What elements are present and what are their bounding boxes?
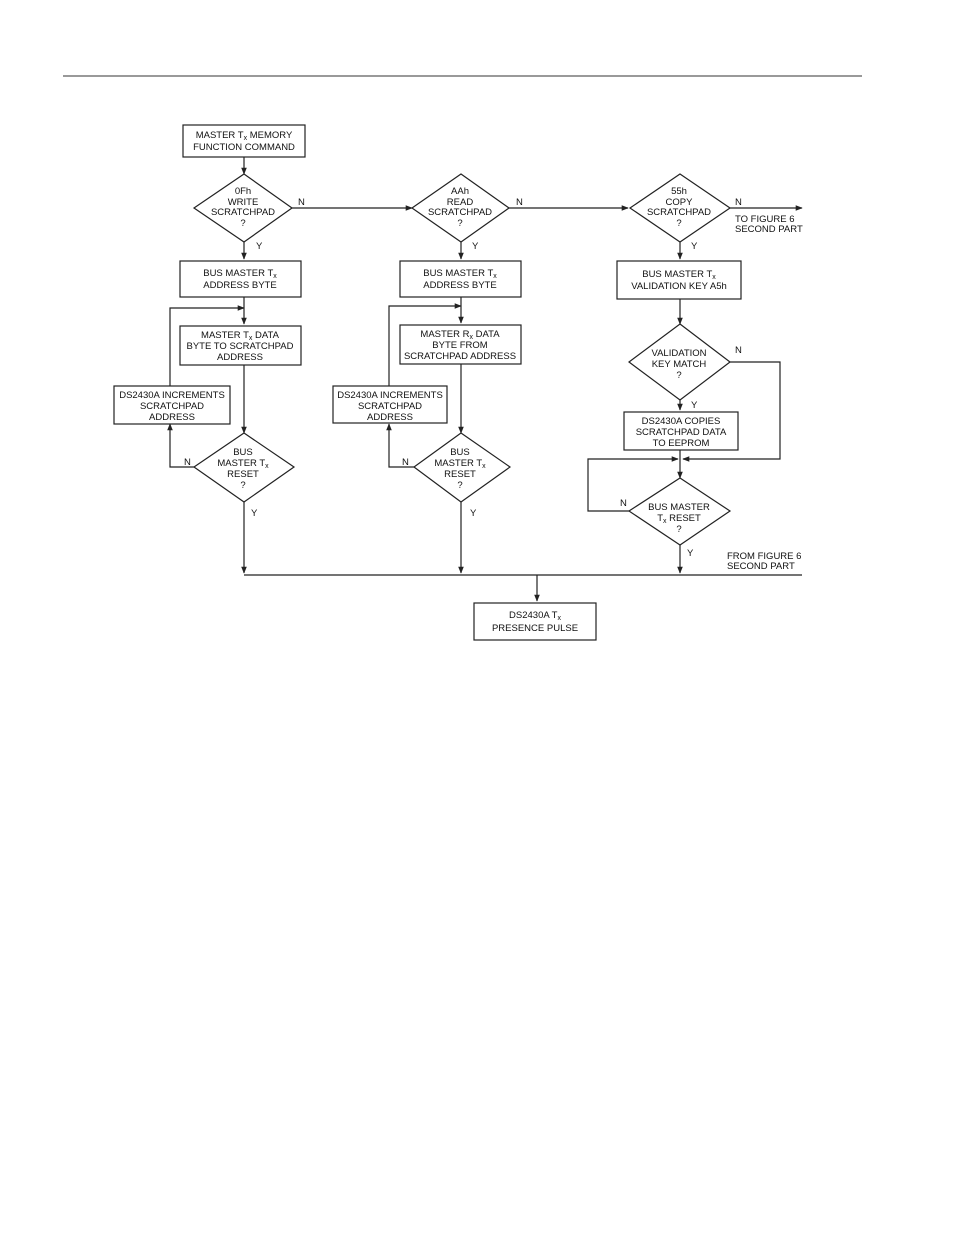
svg-text:BUS: BUS [450,447,470,458]
svg-text:?: ? [457,218,462,229]
write-increment-box: DS2430A INCREMENTS SCRATCHPAD ADDRESS [113,385,231,425]
presence-pulse-box: DS2430A Tx PRESENCE PULSE [473,602,597,641]
svg-text:BUS: BUS [233,447,253,458]
write-scratchpad-decision: 0Fh WRITE SCRATCHPAD ? [192,173,294,243]
svg-text:FROM FIGURE 6: FROM FIGURE 6 [727,551,801,562]
svg-text:KEY MATCH: KEY MATCH [652,359,707,370]
svg-text:SCRATCHPAD DATA: SCRATCHPAD DATA [636,427,727,438]
svg-text:SCRATCHPAD: SCRATCHPAD [428,207,492,218]
svg-text:AAh: AAh [451,186,469,197]
svg-text:DS2430A INCREMENTS: DS2430A INCREMENTS [337,390,443,401]
svg-text:SCRATCHPAD ADDRESS: SCRATCHPAD ADDRESS [404,351,516,362]
svg-text:?: ? [676,370,681,381]
svg-text:Tx RESET: Tx RESET [657,513,701,525]
label-write-yes: Y [256,241,263,252]
svg-text:MASTER Tx: MASTER Tx [434,458,486,470]
validation-key-box: BUS MASTER Tx VALIDATION KEY A5h [616,260,742,300]
svg-text:55h: 55h [671,186,687,197]
copy-scratchpad-decision: 55h COPY SCRATCHPAD ? [628,173,732,243]
label-rreset-yes: Y [470,508,477,519]
svg-text:ADDRESS: ADDRESS [367,412,413,423]
svg-text:SCRATCHPAD: SCRATCHPAD [140,401,204,412]
svg-text:MASTER Tx DATA: MASTER Tx DATA [201,330,280,342]
read-increment-box: DS2430A INCREMENTS SCRATCHPAD ADDRESS [332,385,448,424]
svg-text:ADDRESS: ADDRESS [149,412,195,423]
copy-data-box: DS2430A COPIES SCRATCHPAD DATA TO EEPROM [623,411,739,451]
svg-text:MASTER Rx DATA: MASTER Rx DATA [420,329,500,341]
edge-creset-no [587,456,679,512]
label-match-yes: Y [691,400,698,411]
label-wreset-no: N [184,457,191,468]
svg-text:SCRATCHPAD: SCRATCHPAD [358,401,422,412]
svg-text:ADDRESS: ADDRESS [217,352,263,363]
svg-text:VALIDATION KEY A5h: VALIDATION KEY A5h [631,281,727,292]
start-box: MASTER Tx MEMORY FUNCTION COMMAND [182,124,306,158]
svg-text:TO EEPROM: TO EEPROM [653,438,710,449]
label-match-no: N [735,345,742,356]
label-read-yes: Y [472,241,479,252]
svg-text:?: ? [676,524,681,535]
write-reset-decision: BUS MASTER Tx RESET ? [192,432,296,503]
edge-wreset-no [167,423,194,468]
svg-text:RESET: RESET [227,469,259,480]
label-wreset-yes: Y [251,508,258,519]
connectors [167,157,803,602]
svg-text:BUS MASTER Tx: BUS MASTER Tx [203,268,277,280]
branch-labels: Y N Y N Y N N Y N Y N Y N Y [184,197,742,559]
svg-text:BUS MASTER Tx: BUS MASTER Tx [642,269,716,281]
svg-text:SECOND PART: SECOND PART [727,561,795,572]
svg-text:TO FIGURE 6: TO FIGURE 6 [735,214,794,225]
svg-text:VALIDATION: VALIDATION [651,348,706,359]
read-scratchpad-decision: AAh READ SCRATCHPAD ? [410,173,511,243]
svg-text:BUS MASTER: BUS MASTER [648,502,710,513]
svg-text:MASTER Tx MEMORY: MASTER Tx MEMORY [196,130,293,142]
svg-text:BUS MASTER Tx: BUS MASTER Tx [423,268,497,280]
write-address-box: BUS MASTER Tx ADDRESS BYTE [179,260,302,298]
read-address-box: BUS MASTER Tx ADDRESS BYTE [399,260,522,298]
svg-text:DS2430A COPIES: DS2430A COPIES [642,416,721,427]
svg-text:COPY: COPY [666,197,694,208]
label-copy-no: N [735,197,742,208]
svg-text:MASTER Tx: MASTER Tx [217,458,269,470]
svg-text:?: ? [457,480,462,491]
label-rreset-no: N [402,457,409,468]
copy-reset-decision: BUS MASTER Tx RESET ? [627,477,732,546]
svg-text:FUNCTION COMMAND: FUNCTION COMMAND [193,142,295,153]
label-write-no: N [298,197,305,208]
svg-text:SCRATCHPAD: SCRATCHPAD [647,207,711,218]
svg-text:RESET: RESET [444,469,476,480]
edge-winc-loop [169,305,245,386]
svg-text:DS2430A Tx: DS2430A Tx [509,610,561,622]
read-data-box: MASTER Rx DATA BYTE FROM SCRATCHPAD ADDR… [399,324,522,365]
svg-text:DS2430A INCREMENTS: DS2430A INCREMENTS [119,390,225,401]
label-copy-yes: Y [691,241,698,252]
svg-text:BYTE TO SCRATCHPAD: BYTE TO SCRATCHPAD [187,341,294,352]
label-read-no: N [516,197,523,208]
edge-rinc-loop [388,303,462,386]
svg-text:?: ? [240,218,245,229]
svg-text:0Fh: 0Fh [235,186,251,197]
read-reset-decision: BUS MASTER Tx RESET ? [412,432,512,503]
svg-text:?: ? [240,480,245,491]
svg-text:WRITE: WRITE [228,197,259,208]
svg-text:PRESENCE PULSE: PRESENCE PULSE [492,623,578,634]
to-figure-6-label: TO FIGURE 6 SECOND PART [735,214,803,235]
edge-rreset-no [386,423,414,468]
svg-text:SECOND PART: SECOND PART [735,224,803,235]
svg-text:SCRATCHPAD: SCRATCHPAD [211,207,275,218]
svg-text:ADDRESS BYTE: ADDRESS BYTE [203,280,276,291]
svg-text:READ: READ [447,197,474,208]
validation-key-match-decision: VALIDATION KEY MATCH ? [627,323,731,401]
label-creset-yes: Y [687,548,694,559]
svg-text:BYTE FROM: BYTE FROM [432,340,488,351]
write-data-box: MASTER Tx DATA BYTE TO SCRATCHPAD ADDRES… [179,325,302,366]
edge-match-no [682,361,781,462]
svg-text:?: ? [676,218,681,229]
svg-text:ADDRESS BYTE: ADDRESS BYTE [423,280,496,291]
label-creset-no: N [620,498,627,509]
from-figure-6-label: FROM FIGURE 6 SECOND PART [727,551,801,572]
